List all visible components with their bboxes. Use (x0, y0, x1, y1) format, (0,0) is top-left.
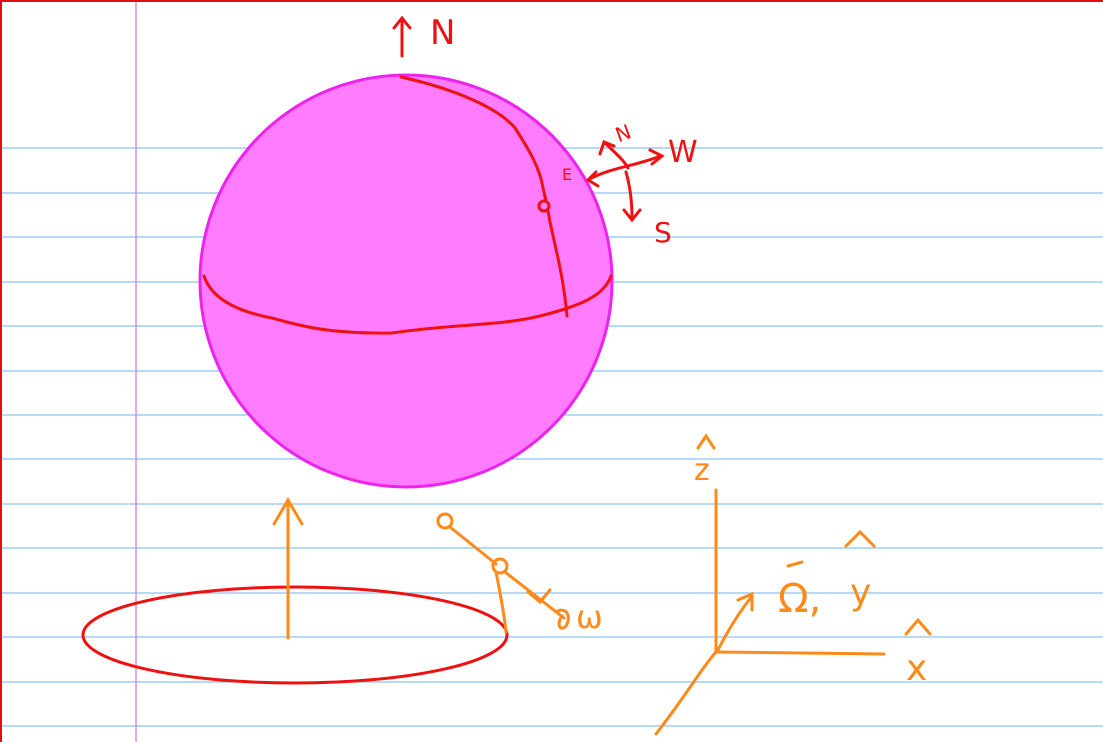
pendulum-swirl-icon (554, 608, 570, 630)
north-arrow-icon (392, 15, 412, 58)
omega-vector-arrow-icon (716, 594, 754, 652)
pendulum-diagram (436, 512, 570, 634)
location-point (537, 199, 551, 213)
bob-circle (491, 557, 509, 575)
pendulum-rod-lower (503, 570, 566, 620)
up-arrow-icon (272, 497, 304, 640)
z-hat-icon (696, 433, 716, 450)
axis-z-label: z (694, 453, 710, 488)
rotating-disk-diagram (81, 497, 509, 685)
omega-vector-label: Ω, (778, 576, 821, 622)
meridian-curve (399, 75, 569, 318)
compass-e-label: E (562, 165, 572, 184)
pendulum-rod (448, 525, 498, 566)
equator-curve (202, 274, 613, 335)
pendulum-omega-label: ω (576, 598, 603, 636)
earth-sphere (198, 73, 614, 489)
pivot-circle (436, 512, 454, 530)
y-hat-icon (844, 529, 876, 548)
earth-sphere-diagram: N N W E S (198, 13, 698, 489)
omega-vector-head-icon (736, 591, 754, 612)
omega-vec-hat-icon (786, 560, 804, 568)
compass-icon (585, 140, 665, 223)
compass-w-label: W (668, 135, 698, 170)
pendulum-arrow-icon (526, 588, 552, 605)
depth-axis (654, 650, 718, 736)
compass-s-label: S (654, 216, 672, 249)
north-label: N (430, 13, 455, 53)
x-axis (714, 650, 886, 656)
pendulum-support (494, 570, 508, 634)
coordinate-axes (654, 433, 932, 736)
axis-x-label: x (906, 648, 927, 689)
disk-ellipse (81, 585, 509, 685)
x-hat-icon (904, 617, 932, 636)
axis-y-label: y (850, 572, 871, 613)
